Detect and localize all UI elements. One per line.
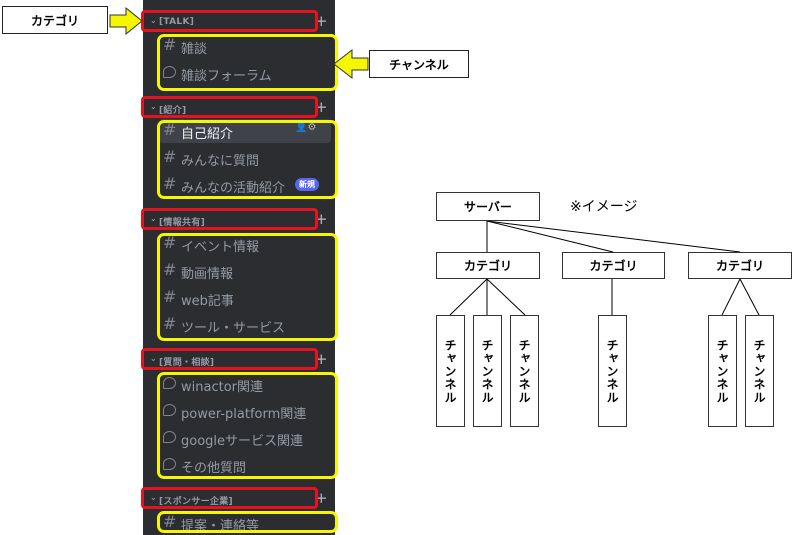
channel-node-label: チャンネル xyxy=(605,338,619,404)
channel-node: チャンネル xyxy=(745,315,774,427)
channel-node: チャンネル xyxy=(473,315,502,427)
channel-name: 雑談フォーラム xyxy=(181,69,272,84)
channel-name: googleサービス関連 xyxy=(181,434,304,449)
channel-node: チャンネル xyxy=(436,315,465,427)
channel-item[interactable]: その他質問 xyxy=(159,453,331,477)
add-channel-icon[interactable]: + xyxy=(315,210,328,228)
add-channel-icon[interactable]: + xyxy=(315,98,328,116)
category-qa[interactable]: ⌄ [質問・相談] + xyxy=(143,350,335,370)
channel-node-label: チャンネル xyxy=(517,338,531,404)
category-highlight xyxy=(141,487,318,509)
hash-icon: # xyxy=(163,314,177,333)
forum-icon xyxy=(163,377,176,389)
server-node: サーバー xyxy=(436,192,540,221)
channel-name: みんなに質問 xyxy=(181,154,260,169)
category-info-share[interactable]: ⌄ [情報共有] + xyxy=(143,210,335,230)
forum-icon xyxy=(163,66,176,78)
channel-node-label: チャンネル xyxy=(443,338,457,404)
category-highlight xyxy=(141,348,318,370)
category-label: [紹介] xyxy=(159,106,187,116)
hash-icon: # xyxy=(163,287,177,306)
channel-node-label: チャンネル xyxy=(480,338,494,404)
channel-highlight xyxy=(157,511,338,533)
channel-name: ツール・サービス xyxy=(181,321,286,336)
category-label: [TALK] xyxy=(159,17,195,27)
new-badge: 新規 xyxy=(295,178,319,191)
left-arrow-icon xyxy=(333,48,369,80)
image-note: ※イメージ xyxy=(570,199,638,215)
hash-icon: # xyxy=(163,512,177,531)
channel-name: その他質問 xyxy=(181,461,247,476)
channel-item[interactable]: # みんなの活動紹介 新規 xyxy=(159,173,331,197)
hash-icon: # xyxy=(163,120,177,139)
channel-node: チャンネル xyxy=(598,315,627,427)
channel-item[interactable]: winactor関連 xyxy=(159,372,331,396)
channel-name: web記事 xyxy=(181,294,234,309)
chevron-down-icon: ⌄ xyxy=(150,214,158,223)
chevron-down-icon: ⌄ xyxy=(150,354,158,363)
category-talk[interactable]: ⌄ [TALK] + xyxy=(143,12,335,32)
hash-icon: # xyxy=(163,147,177,166)
channel-node-label: チャンネル xyxy=(715,338,729,404)
channel-actions-icons[interactable]: 👤⚙ xyxy=(295,122,317,133)
add-channel-icon[interactable]: + xyxy=(315,489,328,507)
channel-name: power-platform関連 xyxy=(181,407,307,422)
add-channel-icon[interactable]: + xyxy=(315,350,328,368)
chevron-down-icon: ⌄ xyxy=(150,493,158,502)
channel-item[interactable]: # みんなに質問 xyxy=(159,146,331,170)
channel-name: 雑談 xyxy=(181,42,208,57)
channel-item[interactable]: power-platform関連 xyxy=(159,399,331,423)
forum-icon xyxy=(163,458,176,470)
hash-icon: # xyxy=(163,233,177,252)
channel-highlight xyxy=(157,120,338,199)
category-intro[interactable]: ⌄ [紹介] + xyxy=(143,98,335,118)
forum-icon xyxy=(163,431,176,443)
add-channel-icon[interactable]: + xyxy=(315,12,328,30)
channel-item[interactable]: # 動画情報 xyxy=(159,259,331,283)
channel-name: 自己紹介 xyxy=(181,127,234,142)
category-node: カテゴリ xyxy=(436,252,540,279)
category-highlight xyxy=(141,208,318,230)
chevron-down-icon: ⌄ xyxy=(150,102,158,111)
forum-icon xyxy=(163,404,176,416)
channel-item-active[interactable]: # 自己紹介 👤⚙ xyxy=(159,119,331,143)
channel-node: チャンネル xyxy=(708,315,737,427)
channel-name: winactor関連 xyxy=(181,380,263,395)
category-node: カテゴリ xyxy=(562,252,665,279)
channel-name: イベント情報 xyxy=(181,240,260,255)
channel-item[interactable]: 雑談フォーラム xyxy=(159,61,331,85)
category-label: [質問・相談] xyxy=(159,358,215,368)
category-callout: カテゴリ xyxy=(2,6,108,34)
right-arrow-icon xyxy=(109,6,143,36)
hash-icon: # xyxy=(163,260,177,279)
channel-item[interactable]: googleサービス関連 xyxy=(159,426,331,450)
channel-item[interactable]: # イベント情報 xyxy=(159,232,331,256)
channel-item[interactable]: # ツール・サービス xyxy=(159,313,331,337)
chevron-down-icon: ⌄ xyxy=(150,16,158,25)
hash-icon: # xyxy=(163,35,177,54)
category-label: [情報共有] xyxy=(159,218,206,228)
category-node: カテゴリ xyxy=(688,252,792,279)
category-highlight xyxy=(141,96,318,118)
channel-node-label: チャンネル xyxy=(752,338,766,404)
channel-item[interactable]: # 雑談 xyxy=(159,34,331,58)
channel-highlight xyxy=(157,233,338,341)
hash-icon: # xyxy=(163,174,177,193)
channel-node: チャンネル xyxy=(510,315,539,427)
channel-name: みんなの活動紹介 xyxy=(181,181,286,196)
category-label: [スポンサー企業] xyxy=(159,497,233,507)
channel-name: 動画情報 xyxy=(181,267,234,282)
category-sponsor[interactable]: ⌄ [スポンサー企業] + xyxy=(143,489,335,509)
channel-item[interactable]: # web記事 xyxy=(159,286,331,310)
channel-callout: チャンネル xyxy=(369,50,469,78)
channel-highlight xyxy=(157,372,338,479)
